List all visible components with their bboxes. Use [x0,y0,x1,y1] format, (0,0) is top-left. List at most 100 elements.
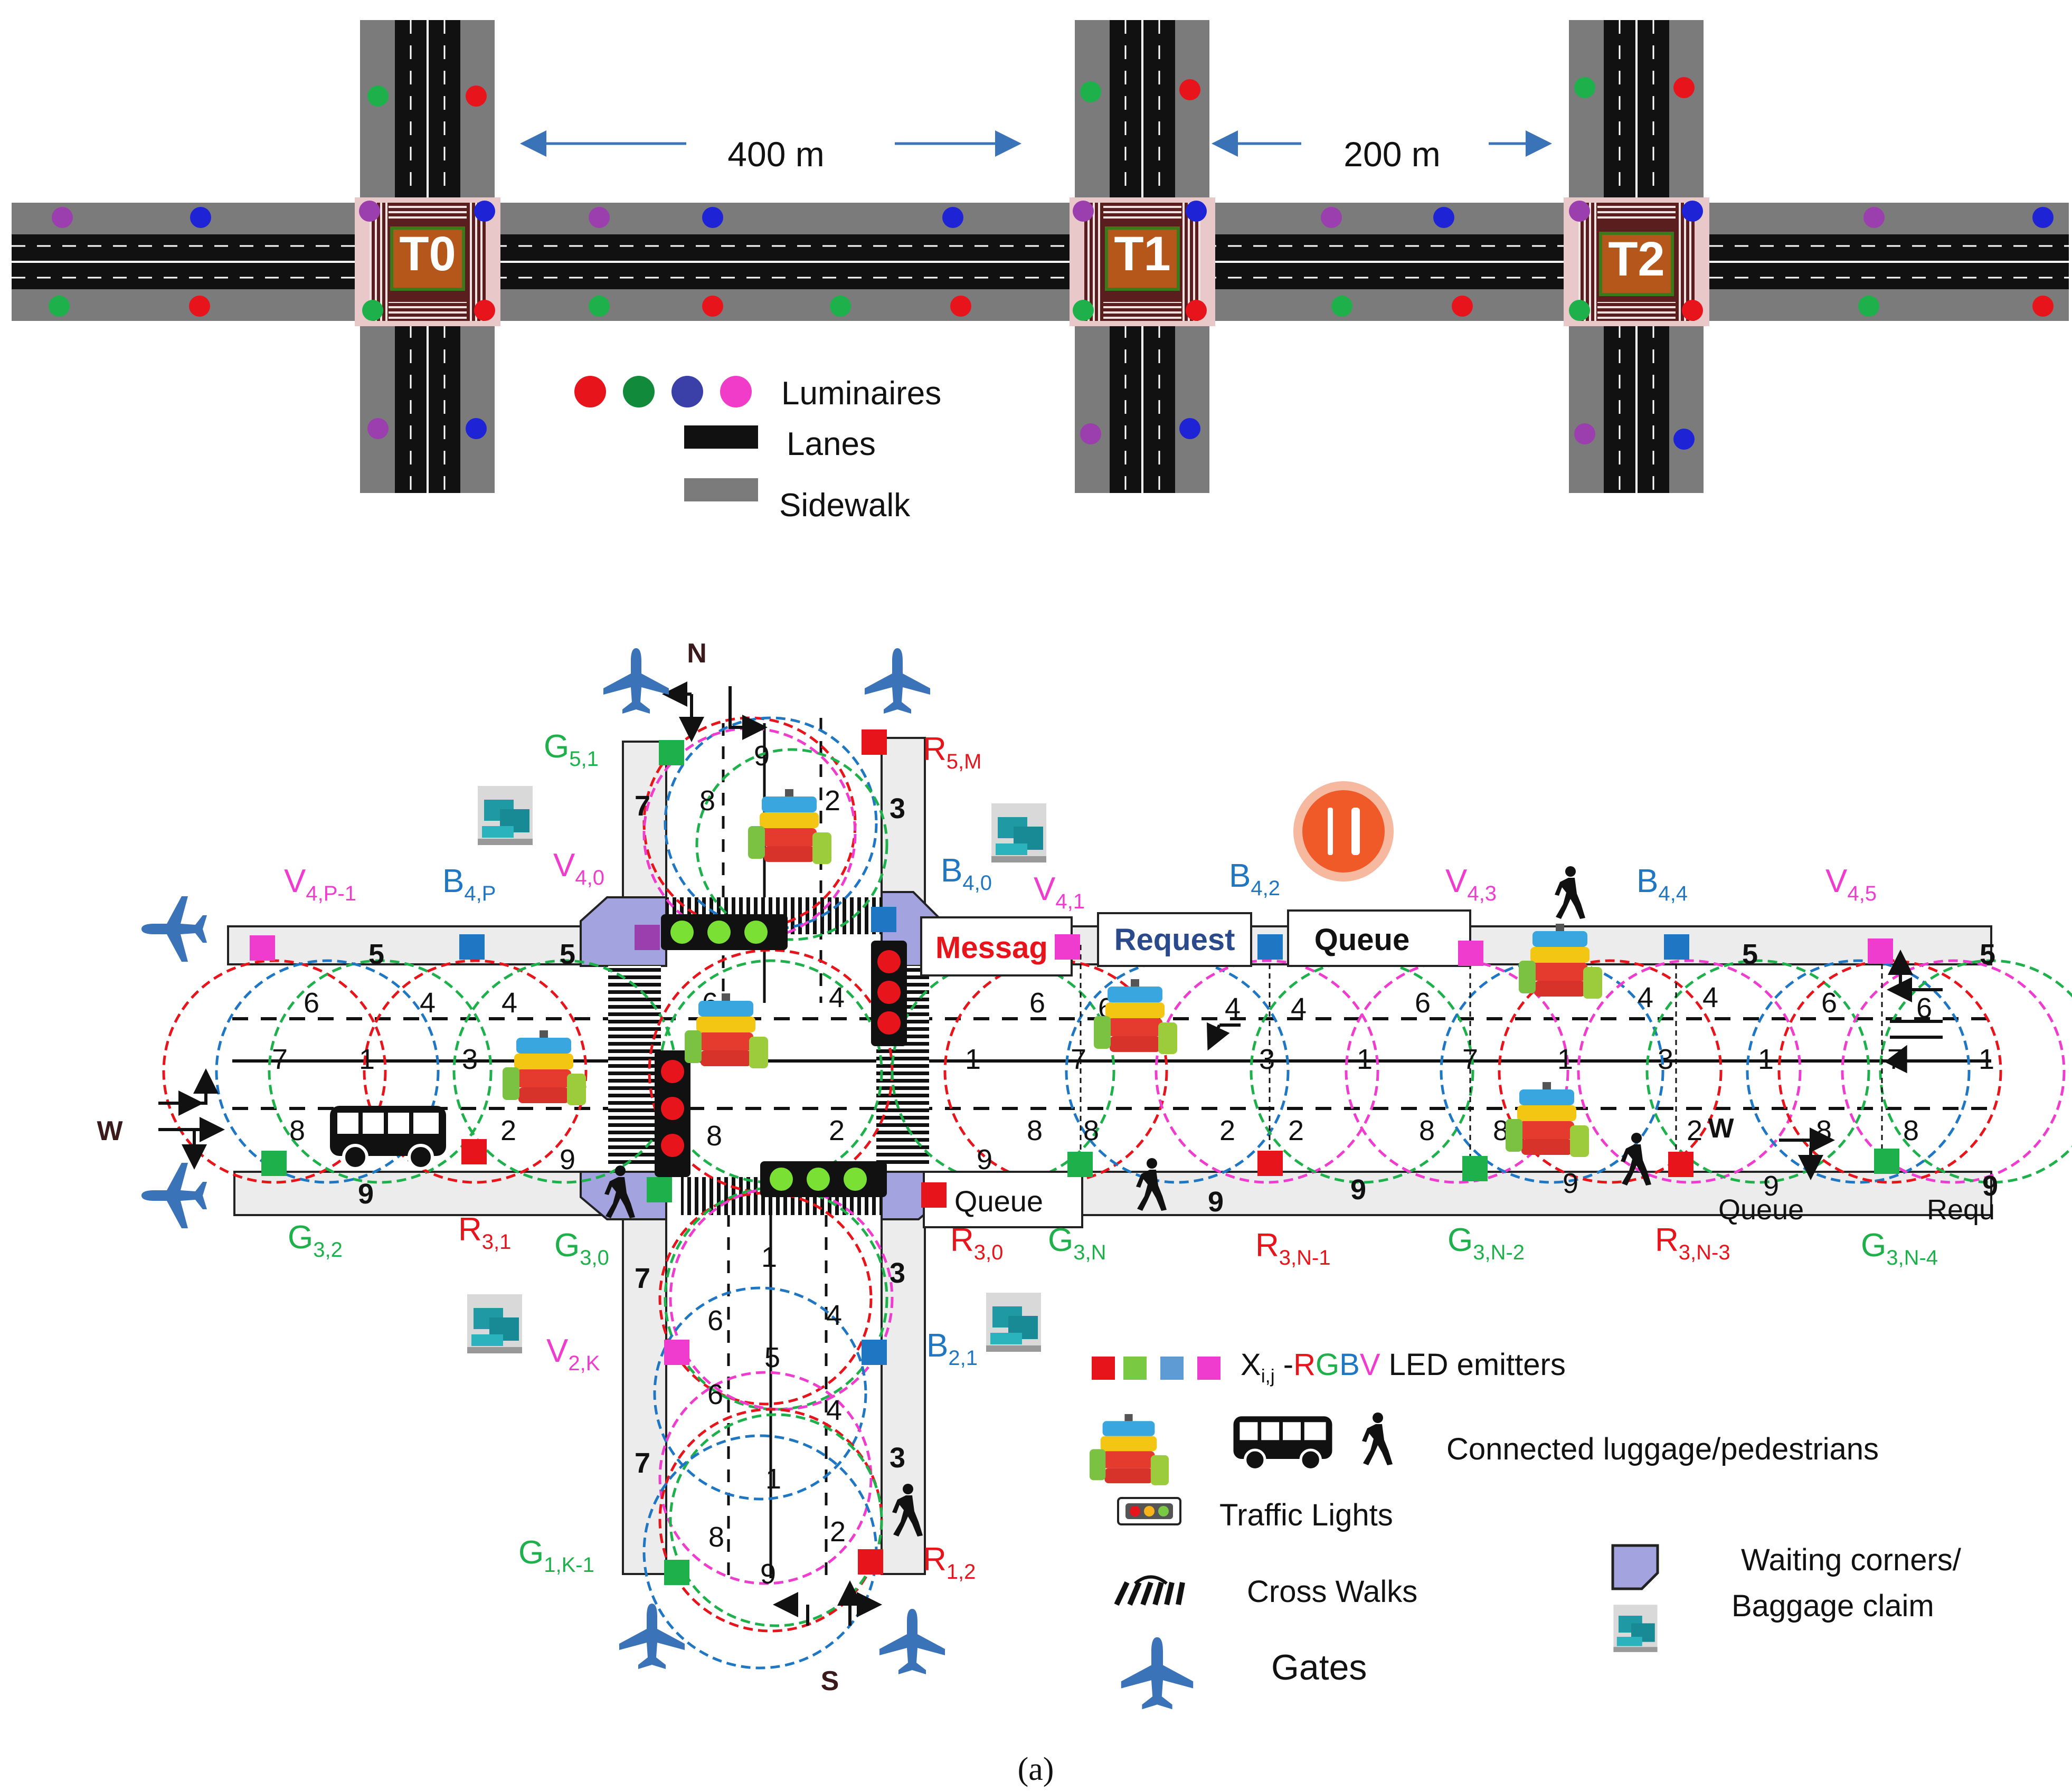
legend-lanes-label: Lanes [787,426,876,462]
intersection-detail: 5 5 5 5 6 4 4 6 4 6 6 4 4 6 4 4 6 6 7 1 … [97,638,2072,1787]
lane-2-d: 2 [1219,1115,1235,1146]
lane-3-sv-a: 3 [890,1257,905,1289]
lane-9-sw-d: 9 [1982,1170,1998,1202]
legend-emitter-green [1123,1357,1147,1380]
label-v4p1: V4,P-1 [284,863,356,905]
main-sidewalk-top [12,203,2069,234]
legend-traffic-lights-label: Traffic Lights [1219,1498,1393,1532]
lane-4-f: 4 [1638,982,1653,1013]
lane-1-c: 1 [1357,1044,1373,1075]
lane-3-b: 3 [1259,1044,1275,1075]
legend-luggage-icon [1089,1414,1169,1485]
queue-box-top: Queue [1287,909,1471,967]
lane-4-g: 4 [1702,982,1718,1013]
lane-1-f: 1 [1979,1044,1994,1075]
queue-box-top-label: Queue [1314,923,1410,957]
lane-2-e: 2 [1288,1115,1304,1146]
pedestrian-icon-4 [1555,866,1585,919]
lane-9-sw-b: 9 [1208,1186,1224,1218]
legend-emitter-red [1092,1357,1115,1380]
lane-4-sv-a: 4 [826,1300,842,1331]
lane-5-tr2: 5 [1980,938,1995,970]
legend-connected-label: Connected luggage/pedestrians [1446,1432,1879,1466]
lane-4-c: 4 [829,982,845,1013]
lane-2-c: 2 [829,1115,845,1146]
lane-2-b: 2 [500,1115,516,1146]
label-g1k1: G1,K-1 [518,1534,594,1577]
luggage-icon-3 [503,1030,586,1105]
compass-north: N [687,638,707,669]
bus-icon [330,1106,446,1169]
label-r12: R1,2 [923,1541,976,1584]
lane-1-b: 1 [965,1044,981,1075]
detail-sidewalk-top-left [227,925,625,965]
lane-8-c: 8 [1027,1115,1043,1146]
top-road-map: T0 T1 T2 [12,20,2069,524]
emitter-labels: G5,1 R5,M V4,P-1 B4,P V4,0 B4,0 V4,1 B4,… [284,728,1938,1584]
gate-icon-sw [619,1604,685,1669]
traffic-light-north [661,914,788,950]
restaurant-icon [1293,781,1394,881]
lane-6-a: 6 [304,987,319,1019]
legend-luminaire-blue [671,376,703,407]
compass-west-right: W [1708,1113,1734,1144]
gate-icon-ne [865,648,930,714]
compass-south: S [821,1666,839,1696]
label-v45: V4,5 [1825,863,1877,905]
label-v43: V4,3 [1445,863,1497,905]
led-emitters [250,729,1899,1585]
crosswalk-west [608,966,661,1167]
legend-emitter-blue [1160,1357,1184,1380]
distance-arrow-400: 400 m [520,130,1021,174]
lane-8-e: 8 [1419,1115,1435,1146]
lane-4-a: 4 [420,987,436,1019]
lane-9-c: 9 [1563,1168,1578,1199]
lane-8-a: 8 [289,1115,305,1146]
main-sidewalk-bottom [12,289,2069,321]
map-legend: Luminaires Lanes Sidewalk [574,375,941,524]
lane-2-f: 2 [1687,1115,1702,1146]
lane-7-nv: 7 [635,790,650,822]
label-g3n: G3,N [1048,1222,1106,1264]
label-g30: G3,0 [554,1227,609,1269]
lane-3-sv-b: 3 [890,1442,905,1474]
queue-box-bottom-label: Queue [954,1184,1043,1218]
legend-luminaire-red [574,376,606,407]
lane-6-e: 6 [1415,987,1431,1019]
lane-5-sv: 5 [764,1342,780,1373]
legend-sidewalk-swatch [684,478,758,501]
traffic-light-south [760,1161,887,1197]
message-box: Messag [920,916,1073,976]
detail-sidewalk-south-left [622,1214,667,1575]
baggage-claim-icon-ne [991,803,1046,862]
lane-6-g: 6 [1916,992,1932,1024]
luggage-icon-1 [748,789,831,864]
legend-crosswalks-label: Cross Walks [1247,1575,1417,1609]
legend-gates-label: Gates [1271,1647,1367,1687]
detail-legend: Xi,j -RGBV LED emitters Connected luggag… [1089,1348,1962,1710]
baggage-claim-icon-se [986,1293,1041,1352]
lane-7-a: 7 [272,1044,288,1075]
map-luminaires [49,77,2054,450]
distance-arrow-200: 200 m [1212,130,1552,174]
lane-7-b: 7 [1071,1044,1086,1075]
traffic-light-east [871,941,907,1046]
lane-9-b: 9 [977,1144,992,1175]
label-r5m: R5,M [923,731,981,773]
gate-icon-w-bottom [141,1163,207,1228]
legend-lanes-swatch [684,425,758,449]
lane-5-tl: 5 [368,938,384,970]
legend-waiting-label: Waiting corners/ [1741,1543,1962,1577]
compass-west: W [97,1116,123,1146]
lane-9-sw-c: 9 [1350,1174,1366,1206]
label-t0: T0 [399,227,456,281]
label-r3n1: R3,N-1 [1255,1227,1331,1269]
label-v41: V4,1 [1034,871,1085,913]
lane-8-d: 8 [1083,1115,1099,1146]
lane-3-c: 3 [1658,1044,1673,1075]
label-b40: B4,0 [941,852,992,895]
legend-traffic-light-icon [1117,1497,1181,1525]
lane-7-sv-b: 7 [635,1447,650,1479]
legend-pedestrian-icon [1362,1412,1393,1465]
